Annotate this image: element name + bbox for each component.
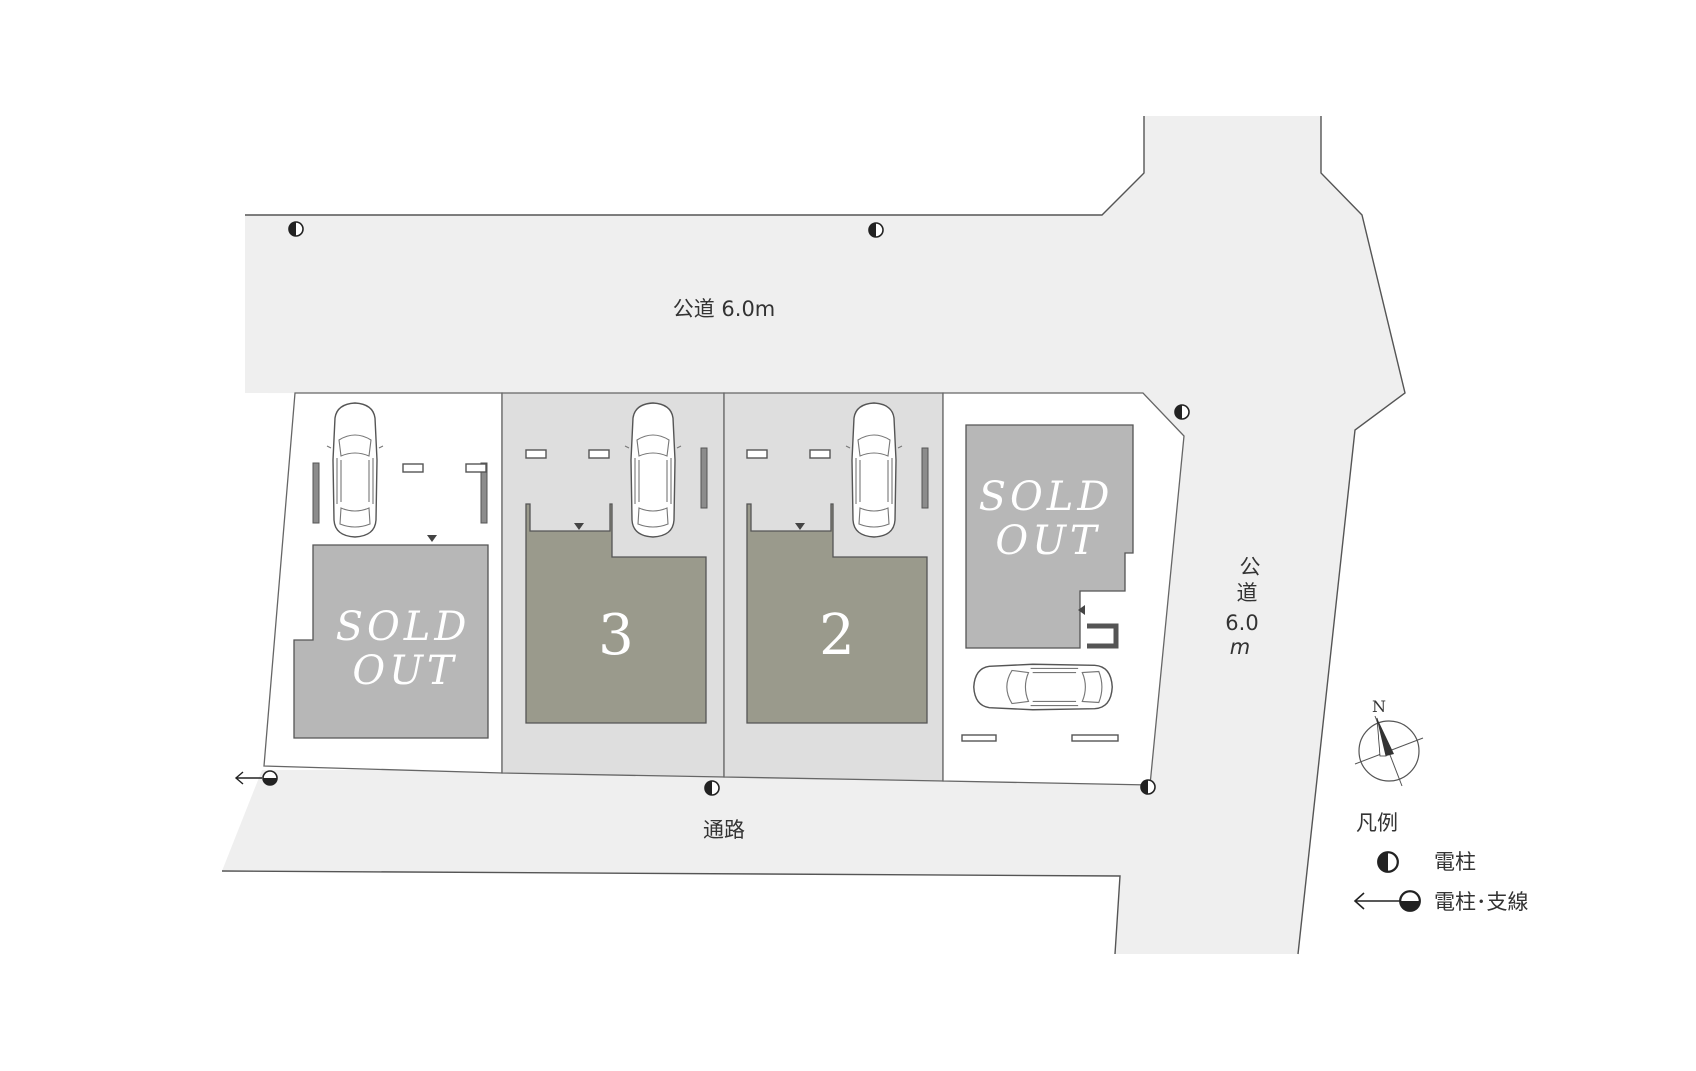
house-east-sold bbox=[965, 424, 1134, 649]
north-road-label: 公道 6.0m bbox=[673, 297, 776, 321]
east-road-label-2: 道 bbox=[1237, 581, 1258, 605]
compass-icon: N bbox=[1354, 697, 1424, 787]
legend: 凡例 電柱 電柱･支線 bbox=[1353, 811, 1529, 914]
lot-west-status-line1: SOLD bbox=[336, 604, 471, 650]
pole-icon bbox=[868, 222, 884, 238]
lot-west-status-line2: OUT bbox=[352, 648, 457, 694]
pole-guy-icon bbox=[234, 770, 278, 786]
east-road-label-1: 公 bbox=[1240, 555, 1261, 579]
pole-legend-icon bbox=[1377, 851, 1399, 873]
pole-icon bbox=[1174, 404, 1190, 420]
legend-pole-label: 電柱 bbox=[1434, 850, 1476, 874]
lots: SOLD OUT 3 2 SOLD OUT bbox=[263, 392, 1185, 786]
pole-icon bbox=[1140, 779, 1156, 795]
legend-pole-guy-label: 電柱･支線 bbox=[1434, 890, 1529, 914]
compass-north-label: N bbox=[1372, 697, 1386, 716]
lot-3-number: 3 bbox=[598, 603, 634, 668]
lot-east-status-line2: OUT bbox=[995, 518, 1100, 564]
roads bbox=[221, 116, 1406, 955]
car-icon bbox=[624, 402, 682, 538]
east-road-label-4: m bbox=[1230, 635, 1250, 659]
pole-icon bbox=[288, 221, 304, 237]
car-icon bbox=[326, 402, 384, 538]
house-2 bbox=[746, 503, 928, 724]
pole-icon bbox=[704, 780, 720, 796]
house-3 bbox=[525, 503, 707, 724]
lot-east-status-line1: SOLD bbox=[979, 474, 1114, 520]
legend-title: 凡例 bbox=[1356, 811, 1398, 835]
house-west-sold bbox=[293, 544, 489, 739]
north-public-road bbox=[222, 116, 1405, 954]
lot-2-number: 2 bbox=[819, 603, 855, 668]
car-icon bbox=[973, 663, 1113, 711]
utility-poles bbox=[234, 221, 1190, 796]
east-road-label-3: 6.0 bbox=[1225, 611, 1258, 635]
car-icon bbox=[845, 402, 903, 538]
south-passage-label: 通路 bbox=[703, 818, 745, 842]
pole-guy-legend-icon bbox=[1353, 890, 1421, 912]
